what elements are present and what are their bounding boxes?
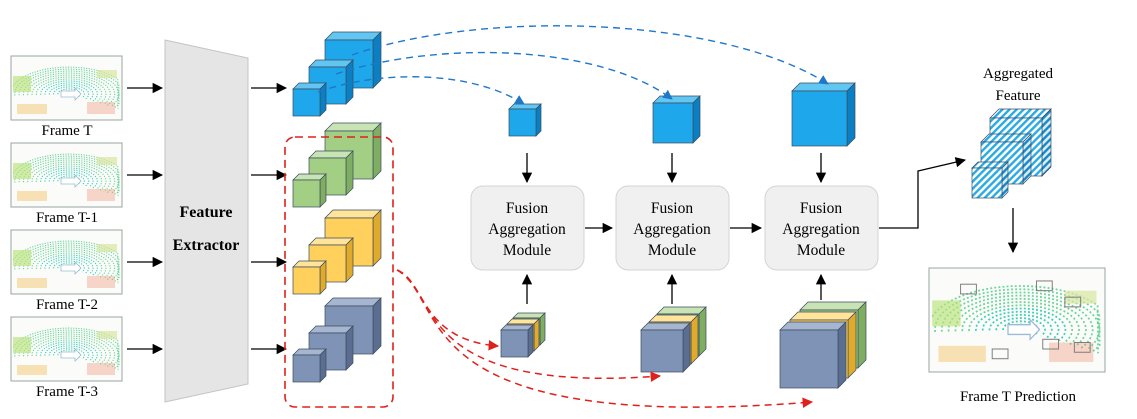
feature-cube [508, 103, 542, 137]
feature-cubes [292, 31, 1052, 389]
aggregated-label-line1: Aggregated [983, 66, 1053, 82]
frame-t-label: Frame T [42, 123, 93, 139]
lidar-scan-icon [12, 153, 120, 201]
module-2-line1: Fusion [651, 200, 693, 217]
feature-cube [292, 82, 327, 117]
module-3-line1: Fusion [800, 200, 842, 217]
fusion-module-3: Fusion Aggregation Module [764, 185, 879, 271]
feature-cube [292, 173, 327, 208]
fusion-module-2: Fusion Aggregation Module [615, 185, 730, 271]
past-frame-skip-arrows [396, 269, 814, 408]
module-1-line1: Fusion [506, 200, 548, 217]
feature-cube [640, 322, 691, 373]
module-arrows [521, 153, 1019, 304]
lidar-scan-icon [12, 66, 120, 114]
lidar-scan-icon [12, 240, 120, 288]
extractor-label-line2: Extractor [173, 237, 240, 254]
extractor-label-line1: Feature [179, 204, 232, 221]
feature-cube [652, 95, 701, 144]
frame-t-2-label: Frame T-2 [36, 297, 98, 313]
aggregated-label-line2: Feature [996, 88, 1041, 104]
dashed-arrow [351, 25, 829, 85]
feature-cube [292, 348, 327, 383]
frame-t-3-thumbnail [10, 316, 123, 382]
dashed-arrow [317, 76, 525, 105]
lidar-scan-icon [12, 327, 120, 375]
frame-t-1-thumbnail [10, 142, 123, 208]
current-frame-skip-arrows [317, 25, 829, 105]
dashed-arrow [335, 51, 673, 100]
feature-cube [500, 324, 534, 358]
feature-cube [779, 321, 847, 389]
lidar-prediction-icon [931, 280, 1101, 362]
past-frame-features-box [284, 136, 394, 408]
feature-cube [791, 82, 856, 147]
module-1-line3: Module [503, 242, 551, 259]
module-3-line2: Aggregation [782, 221, 860, 238]
feature-extractor-block [164, 39, 249, 403]
module-2-line2: Aggregation [633, 221, 711, 238]
frame-t-1-label: Frame T-1 [36, 210, 98, 226]
frame-t-3-label: Frame T-3 [36, 384, 98, 400]
feature-cube [292, 260, 327, 295]
prediction-thumbnail [928, 267, 1106, 373]
dashed-arrow [396, 269, 814, 408]
dashed-arrow [396, 269, 662, 382]
extractor-to-feature-arrows [251, 82, 288, 355]
frame-t-2-thumbnail [10, 229, 123, 295]
arrow [879, 157, 967, 229]
feature-cube [308, 150, 354, 196]
frame-to-extractor-arrows [127, 82, 164, 355]
module-2-line3: Module [648, 242, 696, 259]
module-3-line3: Module [797, 242, 845, 259]
feature-cube [324, 297, 382, 355]
dashed-arrow [396, 269, 500, 351]
fusion-module-1: Fusion Aggregation Module [470, 185, 585, 271]
feature-cube [971, 161, 1009, 199]
prediction-label: Frame T Prediction [960, 389, 1077, 405]
frame-thumbnails [10, 55, 123, 382]
frame-t-thumbnail [10, 55, 123, 121]
module-1-line2: Aggregation [488, 221, 566, 238]
